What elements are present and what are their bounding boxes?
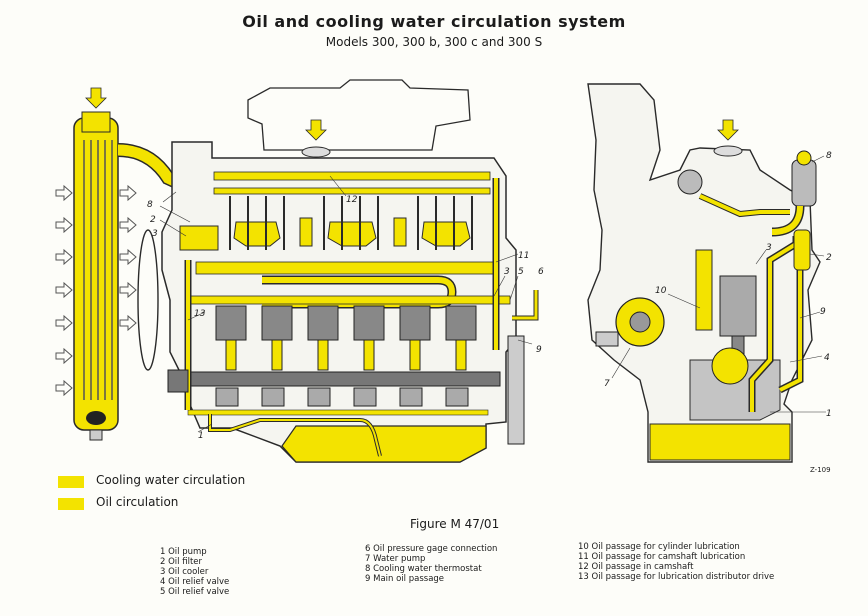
legend-label-cooling: Cooling water circulation <box>96 473 246 487</box>
drawing-code: Z-109 <box>810 466 831 474</box>
fill-arrow-radiator <box>85 87 107 109</box>
callout-7: 7 <box>604 379 610 389</box>
air-cleaner-outline <box>247 79 471 151</box>
callout-8-left: 8 <box>147 200 153 210</box>
thermostat <box>771 150 817 237</box>
part-3: 3 Oil cooler <box>160 567 209 577</box>
crankshaft <box>179 339 501 407</box>
callout-9-right: 9 <box>820 307 826 317</box>
fill-arrow-engine <box>305 119 327 141</box>
diagram-title: Oil and cooling water circulation system <box>242 12 626 31</box>
parts-list-col3: 10 Oil passage for cylinder lubrication … <box>578 542 774 582</box>
callout-3-left: 3 <box>152 229 158 239</box>
part-7: 7 Water pump <box>365 554 426 564</box>
part-10: 10 Oil passage for cylinder lubrication <box>578 542 740 552</box>
radiator <box>73 111 119 441</box>
fill-arrow-cross <box>717 119 739 141</box>
oil-sump-cross <box>649 423 791 461</box>
legend-swatch-oil <box>58 498 84 510</box>
callout-1-left: 1 <box>198 431 204 441</box>
callout-3-right: 3 <box>766 243 772 253</box>
part-1: 1 Oil pump <box>160 547 207 557</box>
part-12: 12 Oil passage in camshaft <box>578 562 694 572</box>
callout-3-mid: 3 <box>504 267 510 277</box>
figure-caption: Figure M 47/01 <box>410 517 500 531</box>
callout-2-right: 2 <box>826 253 832 263</box>
valves <box>229 196 473 250</box>
callout-11: 11 <box>518 251 529 261</box>
part-5: 5 Oil relief valve <box>160 587 230 597</box>
callout-6: 6 <box>538 267 544 277</box>
callout-2-left: 2 <box>150 215 156 225</box>
oil-sump <box>281 425 487 463</box>
callout-4: 4 <box>824 353 830 363</box>
callout-5: 5 <box>518 267 524 277</box>
callout-1-right: 1 <box>826 409 832 419</box>
pistons <box>215 305 477 341</box>
callout-12: 12 <box>346 195 358 205</box>
parts-list-col2: 6 Oil pressure gage connection 7 Water p… <box>365 544 497 584</box>
legend-label-oil: Oil circulation <box>96 495 179 509</box>
part-2: 2 Oil filter <box>160 557 202 567</box>
part-11: 11 Oil passage for camshaft lubrication <box>578 552 746 562</box>
fan-pulley <box>137 229 159 371</box>
part-4: 4 Oil relief valve <box>160 577 230 587</box>
part-8: 8 Cooling water thermostat <box>365 564 482 574</box>
part-9: 9 Main oil passage <box>365 574 445 584</box>
oil-cooler-left <box>179 225 219 251</box>
callout-10: 10 <box>655 286 667 296</box>
cylinder-head-water-jackets <box>233 217 471 247</box>
legend-swatch-cooling <box>58 476 84 488</box>
diagram-subtitle: Models 300, 300 b, 300 c and 300 S <box>325 35 543 49</box>
airflow-arrows <box>55 184 137 397</box>
callout-9-mid: 9 <box>536 345 542 355</box>
part-6: 6 Oil pressure gage connection <box>365 544 498 554</box>
oil-filter-right <box>793 229 811 271</box>
callout-13: 13 <box>194 309 206 319</box>
flywheel <box>507 335 525 445</box>
part-13: 13 Oil passage for lubrication distribut… <box>578 572 775 582</box>
callout-8-right: 8 <box>826 151 832 161</box>
parts-list-col1: 1 Oil pump 2 Oil filter 3 Oil cooler 4 O… <box>160 547 229 597</box>
